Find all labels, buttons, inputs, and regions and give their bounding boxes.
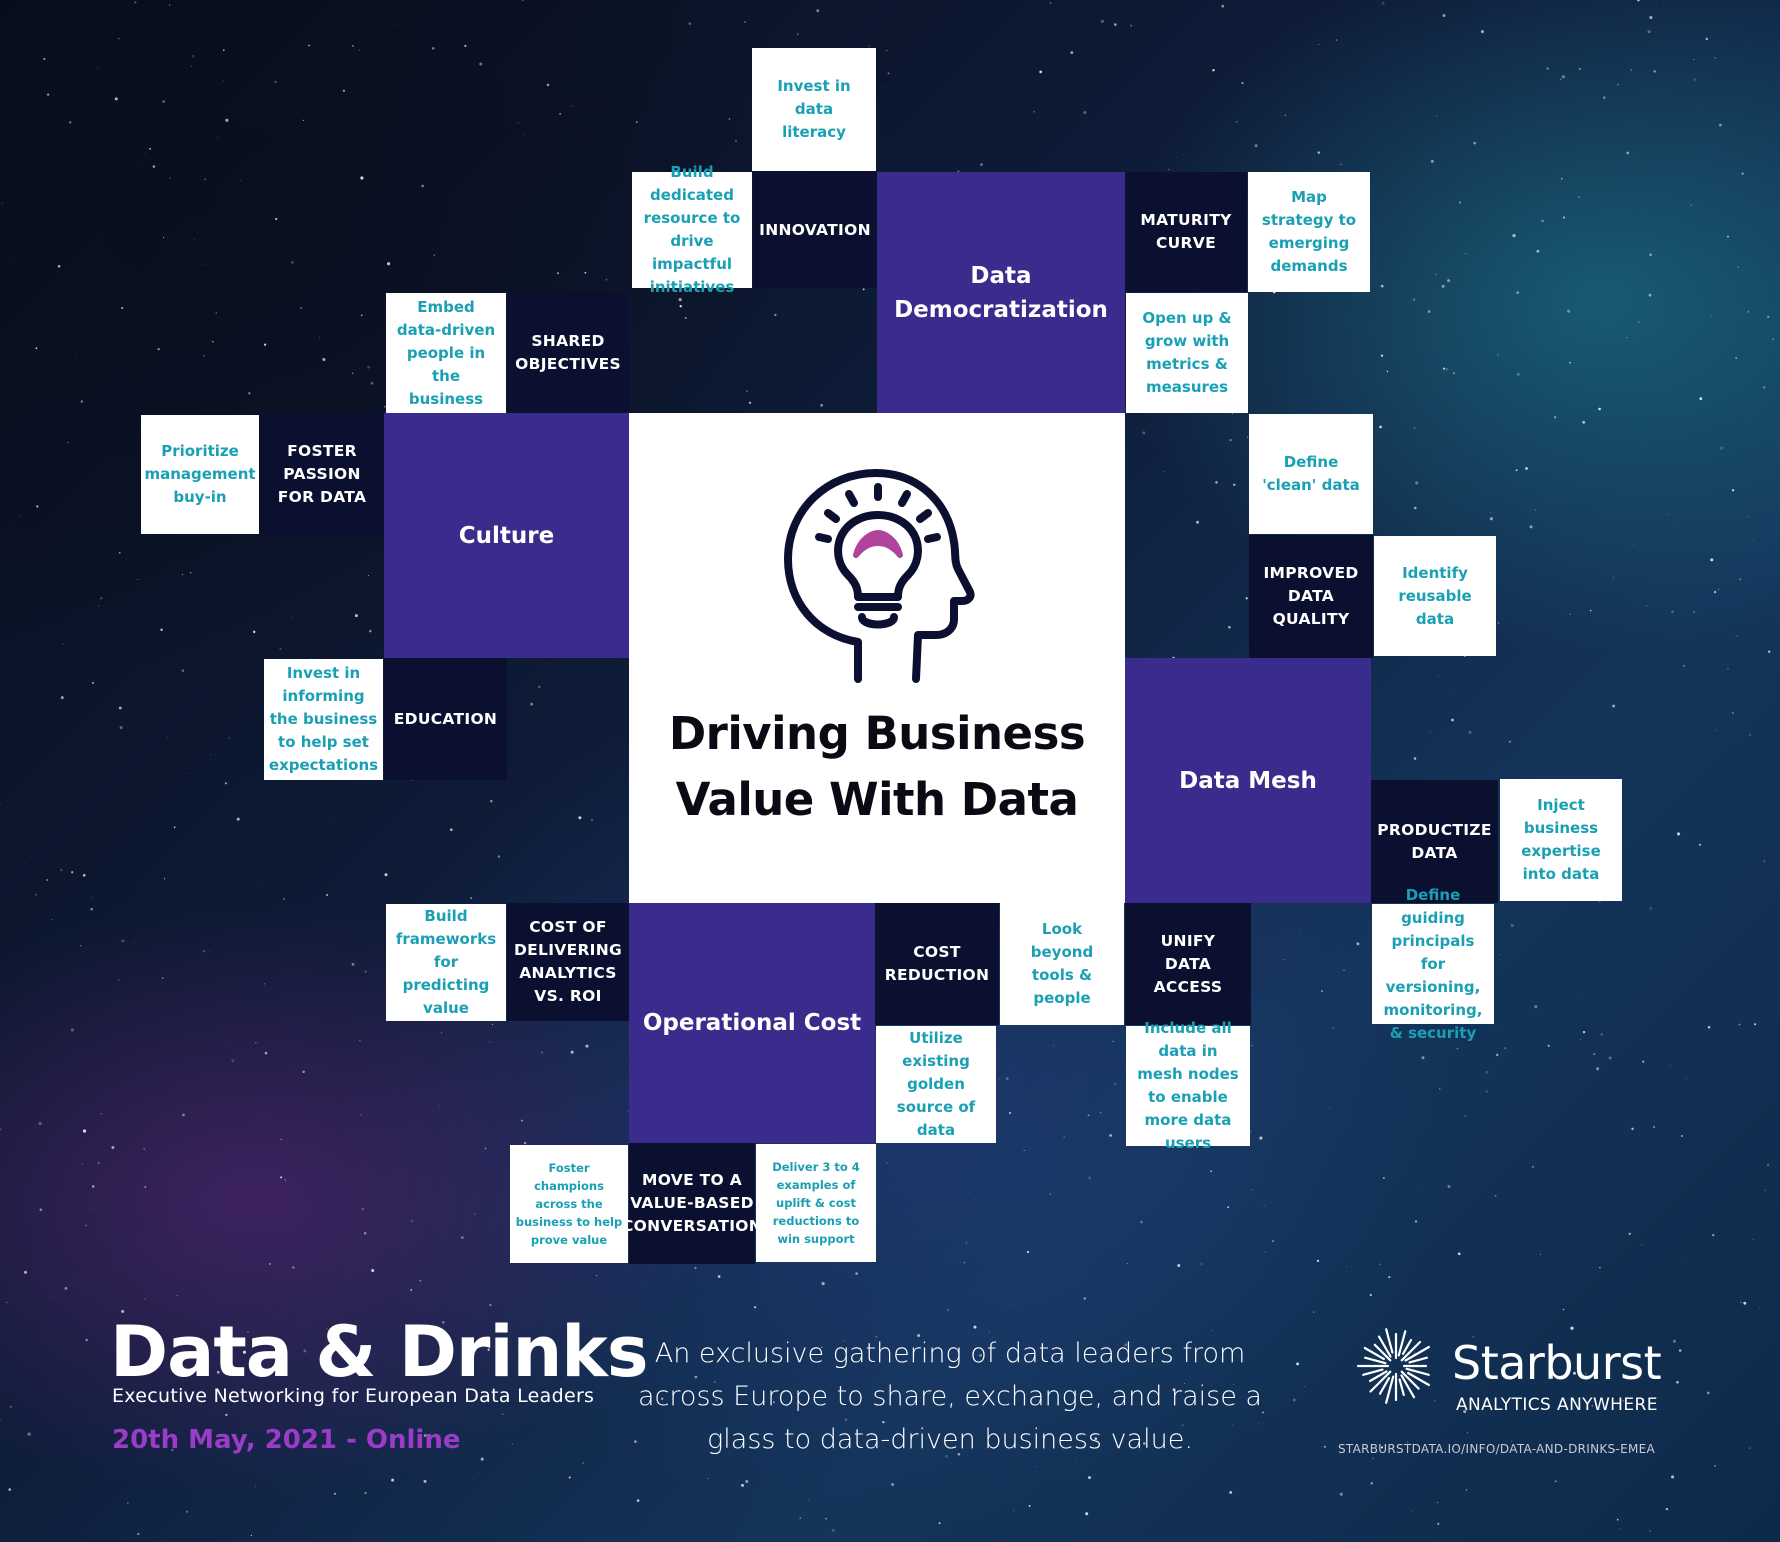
pillar-data-mesh: Data Mesh [1125, 658, 1371, 903]
topic-foster-passion: FOSTER PASSION FOR DATA [260, 413, 384, 535]
note-look-beyond: Look beyond tools & people [1000, 903, 1124, 1025]
topic-shared-objectives: SHARED OBJECTIVES [507, 292, 629, 413]
event-tagline: An exclusive gathering of data leaders f… [638, 1338, 1262, 1455]
center-panel: Driving Business Value With Data [629, 413, 1125, 903]
note-define-clean-data: Define 'clean' data [1249, 414, 1373, 534]
note-build-frameworks: Build frameworks for predicting value [386, 904, 506, 1021]
note-invest-in-informing: Invest in informing the business to help… [264, 659, 383, 780]
note-utilize-golden-source: Utilize existing golden source of data [876, 1026, 996, 1143]
event-date: 20th May, 2021 - Online [112, 1425, 461, 1455]
brand-url[interactable]: STARBURSTDATA.IO/INFO/DATA-AND-DRINKS-EM… [1338, 1442, 1656, 1456]
topic-cost-of-delivering: COST OF DELIVERING ANALYTICS VS. ROI [507, 903, 629, 1021]
note-open-up-grow: Open up & grow with metrics & measures [1126, 293, 1248, 413]
brand-name: Starburst [1452, 1336, 1662, 1390]
note-define-guiding-principals: Define guiding principals for versioning… [1372, 886, 1494, 1042]
topic-productize-data: PRODUCTIZE DATA [1371, 780, 1498, 903]
event-title: Data & Drinks [110, 1311, 648, 1393]
note-invest-data-literacy: Invest in data literacy [752, 48, 876, 171]
starburst-logo-icon [1356, 1328, 1431, 1404]
topic-innovation: INNOVATION [753, 172, 877, 288]
topic-move-to-value: MOVE TO A VALUE-BASED CONVERSATION [622, 1143, 762, 1264]
topic-cost-reduction: COST REDUCTION [875, 903, 999, 1025]
pillar-data-democratization: Data Democratization [877, 172, 1125, 413]
note-map-strategy: Map strategy to emerging demands [1248, 172, 1370, 292]
event-subtitle: Executive Networking for European Data L… [112, 1385, 595, 1407]
note-build-dedicated-resource: Build dedicated resource to drive impact… [632, 163, 752, 296]
center-title: Driving Business Value With Data [668, 701, 1086, 833]
note-foster-champions: Foster champions across the business to … [510, 1145, 628, 1263]
center-title-line-2: Value With Data [675, 773, 1079, 826]
center-title-line-1: Driving Business [668, 707, 1086, 760]
brand-tagline: ANALYTICS ANYWHERE [1456, 1395, 1658, 1415]
pillar-culture: Culture [384, 413, 629, 658]
note-deliver-examples: Deliver 3 to 4 examples of uplift & cost… [756, 1144, 876, 1262]
note-include-all-data: Include all data in mesh nodes to enable… [1126, 1019, 1250, 1152]
head-lightbulb-icon [784, 469, 975, 683]
topic-unify-data-access: UNIFY DATA ACCESS [1125, 903, 1251, 1025]
note-identify-reusable: Identify reusable data [1374, 536, 1496, 656]
pillar-operational-cost: Operational Cost [629, 903, 875, 1143]
note-prioritize-management: Prioritize management buy-in [141, 415, 259, 534]
topic-improved-data-quality: IMPROVED DATA QUALITY [1249, 535, 1373, 658]
note-embed-data-driven: Embed data-driven people in the business [386, 293, 506, 413]
topic-education: EDUCATION [384, 658, 507, 780]
note-inject-expertise: Inject business expertise into data [1500, 779, 1622, 901]
topic-maturity-curve: MATURITY CURVE [1125, 172, 1247, 292]
